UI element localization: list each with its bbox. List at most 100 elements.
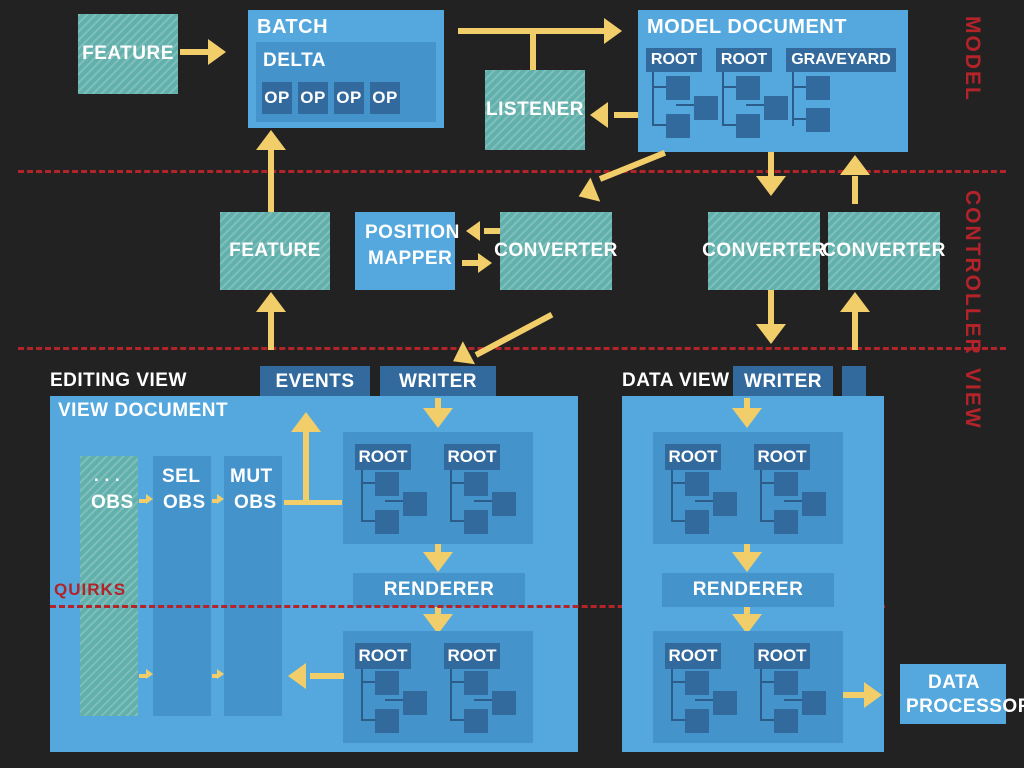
arrow-observers-to-events-head (291, 412, 321, 432)
tree-node (736, 76, 760, 100)
tree-edge (385, 699, 407, 701)
arrow-data-tree-to-renderer-head (732, 552, 762, 572)
arrow-document-to-converter-diag (598, 149, 667, 182)
arrow-document-to-converter-down-shaft (768, 152, 774, 180)
editing-upper-root-tree-1: ROOT (355, 444, 435, 536)
tree-edge (450, 482, 464, 484)
tree-node (764, 96, 788, 120)
tree-edge (722, 72, 724, 126)
position-mapper-label-line1: POSITION (365, 222, 460, 243)
op-box[interactable]: OP (370, 82, 400, 114)
model-document-title: MODEL DOCUMENT (647, 16, 847, 38)
arrow-converter-to-mapper-head (466, 221, 480, 241)
model-controller-separator (18, 170, 1006, 173)
tree-edge (671, 470, 673, 522)
tree-edge (760, 482, 774, 484)
tree-node (464, 472, 488, 496)
observer-column-selection[interactable] (153, 456, 211, 716)
op-box[interactable]: OP (262, 82, 292, 114)
tree-edge (450, 719, 464, 721)
tree-edge (676, 104, 698, 106)
arrow-editing-tree-to-renderer-shaft (435, 544, 441, 554)
data-view-title: DATA VIEW (622, 370, 730, 391)
arrow-feature-to-batch-shaft (180, 49, 210, 55)
root-label: ROOT (355, 643, 411, 669)
arrow-editing-tree-to-renderer-head (423, 552, 453, 572)
tree-edge (784, 699, 806, 701)
graveyard-label: GRAVEYARD (786, 48, 896, 72)
tree-edge (695, 699, 717, 701)
arrow-events-to-feature-head (256, 292, 286, 312)
data-writer-tab[interactable]: WRITER (733, 366, 833, 398)
tree-node (774, 472, 798, 496)
arrow-data-writer-to-tree-head (732, 408, 762, 428)
converter-box-1[interactable]: CONVERTER (494, 212, 617, 290)
tree-edge (792, 86, 806, 88)
tree-edge (760, 681, 774, 683)
arrow-converter-to-writer-diag (474, 311, 554, 358)
controller-view-separator (18, 347, 1006, 350)
band-label-controller: CONTROLLER (961, 190, 984, 356)
tree-edge (450, 669, 452, 721)
tree-edge (361, 719, 375, 721)
root-label: ROOT (444, 444, 500, 470)
position-mapper-label-line2: MAPPER (368, 248, 453, 269)
tree-node (685, 472, 709, 496)
op-box[interactable]: OP (298, 82, 328, 114)
tree-node (375, 709, 399, 733)
arrow-feature-to-batch-head (208, 39, 226, 65)
arrow-events-to-feature-shaft (268, 310, 274, 350)
data-view-extra-tab[interactable] (842, 366, 866, 398)
arrow-document-to-listener-shaft (614, 112, 642, 118)
listener-box[interactable]: LISTENER (485, 70, 585, 150)
tree-edge (671, 482, 685, 484)
arrow-batch-to-document-head (604, 18, 622, 44)
events-tab[interactable]: EVENTS (260, 366, 370, 398)
batch-title: BATCH (257, 16, 329, 38)
tree-node (464, 709, 488, 733)
model-feature-box[interactable]: FEATURE (78, 14, 178, 94)
editing-writer-tab[interactable]: WRITER (380, 366, 496, 398)
op-box[interactable]: OP (334, 82, 364, 114)
tree-node (713, 492, 737, 516)
arrow-data-renderer-to-lower-head (732, 614, 762, 634)
observer-link-2-head (217, 494, 224, 504)
tree-edge (652, 124, 666, 126)
tree-edge (784, 500, 806, 502)
observer-other-line1: . . . (94, 466, 121, 485)
observer-link-2-shaft (212, 499, 218, 503)
arrow-dataview-to-converter3-shaft (852, 310, 858, 350)
tree-node (685, 709, 709, 733)
root-label: ROOT (665, 643, 721, 669)
data-renderer-box[interactable]: RENDERER (662, 573, 834, 607)
tree-node (464, 671, 488, 695)
controller-feature-box[interactable]: FEATURE (220, 212, 330, 290)
tree-edge (760, 520, 774, 522)
observer-other-line2: OBS (91, 492, 134, 513)
arrow-document-to-listener-head (590, 102, 608, 128)
observer-column-mutation[interactable] (224, 456, 282, 716)
band-label-model: MODEL (961, 16, 984, 102)
root-label: ROOT (754, 643, 810, 669)
tree-node (806, 76, 830, 100)
tree-edge (474, 699, 496, 701)
arrow-feature-to-batch-vert-head (256, 130, 286, 150)
tree-edge (671, 681, 685, 683)
observer-column-other[interactable] (80, 456, 138, 716)
editing-renderer-box[interactable]: RENDERER (353, 573, 525, 607)
arrow-converter2-to-dataview-shaft (768, 290, 774, 328)
data-processor-box[interactable] (900, 664, 1006, 724)
model-root-tree-2: ROOT (716, 48, 792, 144)
converter-box-2[interactable]: CONVERTER (702, 212, 825, 290)
converter-box-3[interactable]: CONVERTER (822, 212, 945, 290)
tree-node (694, 96, 718, 120)
tree-edge (671, 719, 685, 721)
data-processor-line1: DATA (928, 672, 980, 693)
tree-edge (695, 500, 717, 502)
position-mapper-box[interactable] (355, 212, 455, 290)
model-graveyard-tree: GRAVEYARD (786, 48, 898, 144)
tree-edge (671, 669, 673, 721)
tree-node (685, 510, 709, 534)
model-root-tree-1: ROOT (646, 48, 722, 144)
tree-edge (760, 470, 762, 522)
